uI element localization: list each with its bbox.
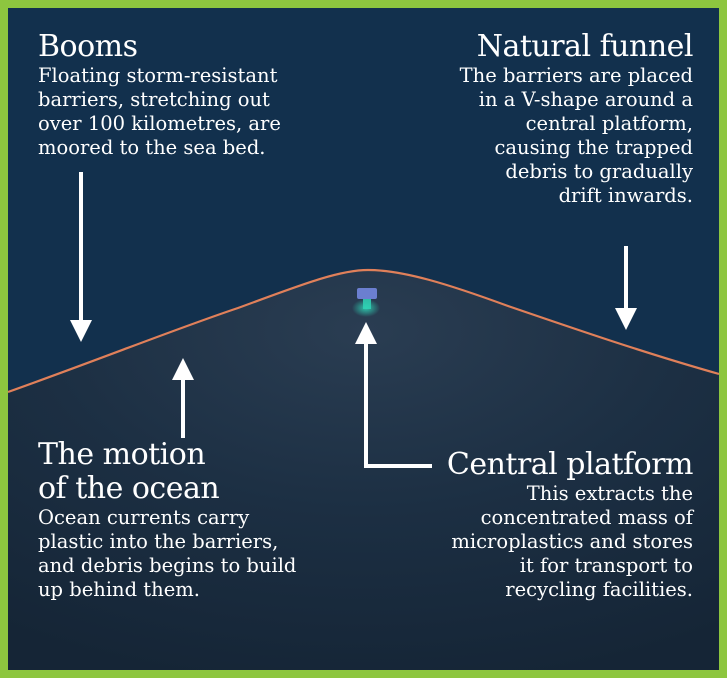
motion-description: Ocean currents carry plastic into the ba… [38,506,296,602]
description-line: This extracts the [526,482,693,505]
ocean-illustration [8,8,719,670]
description-line: central platform, [525,112,693,135]
description-line: Floating storm-resistant [38,64,278,87]
central-platform-title: Central platform [446,447,694,482]
title-line: The motion [38,437,206,472]
motion-title: The motion of the ocean [38,438,296,506]
central-platform-description: This extracts the concentrated mass of m… [447,482,693,602]
description-line: moored to the sea bed. [38,136,266,159]
description-line: it for transport to [519,554,693,577]
description-line: recycling facilities. [505,578,693,601]
description-line: plastic into the barriers, [38,530,279,553]
central-platform-callout: Central platform This extracts the conce… [446,447,694,602]
booms-callout: Booms Floating storm-resistant barriers,… [38,30,281,160]
title-line: of the ocean [38,471,220,506]
description-line: and debris begins to build [38,554,297,577]
booms-description: Floating storm-resistant barriers, stret… [38,64,281,160]
motion-callout: The motion of the ocean Ocean currents c… [38,438,296,602]
description-line: The barriers are placed [459,64,693,87]
description-line: up behind them. [38,578,200,601]
natural-funnel-title: Natural funnel [476,29,694,64]
description-line: Ocean currents carry [38,506,250,529]
description-line: debris to gradually [505,160,693,183]
description-line: over 100 kilometres, are [38,112,281,135]
booms-title: Booms [38,29,138,64]
arrow-elbow-up-icon [355,322,432,468]
arrow-down-icon [70,172,92,342]
arrow-up-icon [172,358,194,438]
natural-funnel-description: The barriers are placed in a V-shape aro… [460,64,693,208]
description-line: in a V-shape around a [478,88,693,111]
description-line: drift inwards. [558,184,693,207]
description-line: causing the trapped [494,136,694,159]
boom-barrier-line [8,268,719,394]
description-line: barriers, stretching out [38,88,270,111]
platform-base-icon [363,299,371,309]
arrow-down-icon [615,246,637,330]
platform-icon [357,288,377,299]
natural-funnel-callout: Natural funnel The barriers are placed i… [460,29,694,208]
description-line: concentrated mass of [480,506,693,529]
description-line: microplastics and stores [451,530,693,553]
